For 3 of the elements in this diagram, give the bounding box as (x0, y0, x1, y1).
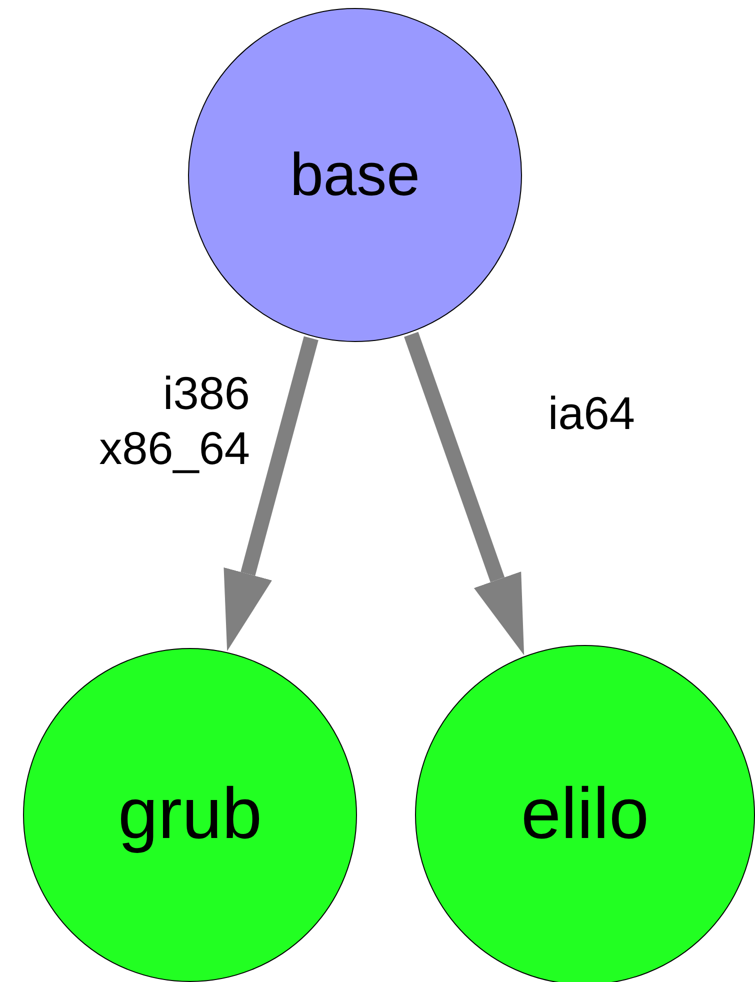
node-label: grub (118, 775, 262, 855)
node-label: elilo (520, 775, 650, 855)
node-label: base (290, 142, 420, 208)
